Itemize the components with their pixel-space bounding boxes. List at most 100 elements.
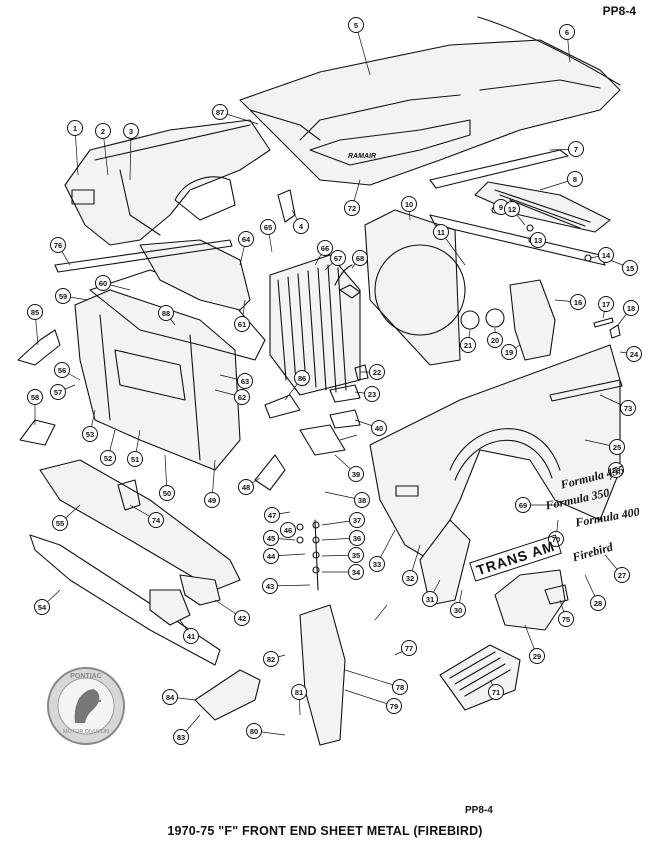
callout-number: 62 bbox=[238, 393, 246, 402]
callout-23: 23 bbox=[364, 386, 380, 402]
callout-number: 12 bbox=[508, 205, 516, 214]
callout-number: 71 bbox=[492, 688, 500, 697]
callout-number: 56 bbox=[58, 366, 66, 375]
callout-number: 21 bbox=[464, 341, 472, 350]
callout-24: 24 bbox=[626, 346, 642, 362]
callout-number: 68 bbox=[356, 254, 364, 263]
callout-28: 28 bbox=[590, 595, 606, 611]
callout-number: 80 bbox=[250, 727, 258, 736]
inner-fender-brace bbox=[509, 279, 556, 361]
callout-number: 45 bbox=[267, 534, 275, 543]
callout-81: 81 bbox=[291, 684, 307, 700]
callout-46: 46 bbox=[280, 522, 296, 538]
callout-number: 43 bbox=[266, 582, 274, 591]
callout-number: 32 bbox=[406, 574, 414, 583]
callout-number: 25 bbox=[613, 443, 621, 452]
park-lamp-right bbox=[179, 574, 221, 606]
callout-number: 57 bbox=[54, 388, 62, 397]
support-rod bbox=[54, 239, 233, 273]
callout-number: 2 bbox=[101, 127, 105, 136]
callout-number: 85 bbox=[31, 308, 39, 317]
callout-12: 12 bbox=[504, 201, 520, 217]
radiator-support bbox=[74, 289, 241, 471]
callout-70: 70 bbox=[548, 531, 564, 547]
callout-59: 59 bbox=[55, 288, 71, 304]
callout-18: 18 bbox=[623, 300, 639, 316]
bracket-39 bbox=[299, 424, 346, 456]
callout-57: 57 bbox=[50, 384, 66, 400]
hood-rear-seal bbox=[477, 16, 621, 86]
callout-5: 5 bbox=[348, 17, 364, 33]
callout-78: 78 bbox=[392, 679, 408, 695]
callout-number: 26 bbox=[612, 466, 620, 475]
callout-number: 65 bbox=[264, 223, 272, 232]
callout-73: 73 bbox=[620, 400, 636, 416]
callout-number: 60 bbox=[99, 279, 107, 288]
cowl-panel bbox=[64, 119, 271, 246]
callout-number: 87 bbox=[216, 108, 224, 117]
callout-number: 53 bbox=[86, 430, 94, 439]
callout-10: 10 bbox=[401, 196, 417, 212]
callout-number: 33 bbox=[373, 560, 381, 569]
callout-32: 32 bbox=[402, 570, 418, 586]
callout-number: 7 bbox=[574, 145, 578, 154]
callout-number: 77 bbox=[405, 644, 413, 653]
callout-number: 5 bbox=[354, 21, 358, 30]
headlamp-mount-bracket bbox=[194, 669, 261, 721]
callout-number: 78 bbox=[396, 683, 404, 692]
fan-shroud bbox=[364, 209, 466, 366]
callout-40: 40 bbox=[371, 420, 387, 436]
callout-number: 6 bbox=[565, 28, 569, 37]
callout-22: 22 bbox=[369, 364, 385, 380]
callout-number: 51 bbox=[131, 455, 139, 464]
callout-number: 34 bbox=[352, 568, 361, 577]
callout-number: 82 bbox=[267, 655, 275, 664]
front-fender bbox=[369, 344, 621, 561]
callout-number: 30 bbox=[454, 606, 462, 615]
bumper-pad-21 bbox=[460, 310, 480, 330]
callout-number: 58 bbox=[31, 393, 39, 402]
callout-number: 11 bbox=[437, 228, 445, 237]
callout-56: 56 bbox=[54, 362, 70, 378]
callout-20: 20 bbox=[487, 332, 503, 348]
callout-number: 79 bbox=[390, 702, 398, 711]
callout-number: 14 bbox=[602, 251, 611, 260]
callout-number: 47 bbox=[268, 511, 276, 520]
bumper-pad-20 bbox=[485, 308, 505, 328]
callout-number: 38 bbox=[358, 496, 366, 505]
callout-87: 87 bbox=[212, 104, 228, 120]
callout-number: 8 bbox=[573, 175, 577, 184]
callout-3: 3 bbox=[123, 123, 139, 139]
radiator bbox=[269, 254, 361, 396]
callout-13: 13 bbox=[530, 232, 546, 248]
callout-number: 40 bbox=[375, 424, 383, 433]
bracket-74 bbox=[117, 479, 141, 511]
front-bumper bbox=[39, 459, 241, 591]
callout-number: 3 bbox=[129, 127, 133, 136]
callout-85: 85 bbox=[27, 304, 43, 320]
logo-text-bottom: MOTOR DIVISION bbox=[62, 729, 110, 735]
plate-number-top: PP8-4 bbox=[602, 4, 636, 18]
callout-number: 61 bbox=[238, 320, 246, 329]
callout-number: 36 bbox=[353, 534, 361, 543]
callout-number: 39 bbox=[352, 470, 360, 479]
callout-77: 77 bbox=[401, 640, 417, 656]
callout-49: 49 bbox=[204, 492, 220, 508]
callout-51: 51 bbox=[127, 451, 143, 467]
callout-number: 29 bbox=[533, 652, 541, 661]
callout-number: 35 bbox=[352, 551, 360, 560]
callout-number: 86 bbox=[298, 374, 306, 383]
hood-latch-brace bbox=[17, 329, 61, 366]
callout-4: 4 bbox=[293, 218, 309, 234]
callout-number: 13 bbox=[534, 236, 542, 245]
callout-number: 20 bbox=[491, 336, 499, 345]
callout-26: 26 bbox=[608, 462, 624, 478]
callout-62: 62 bbox=[234, 389, 250, 405]
callout-number: 10 bbox=[405, 200, 413, 209]
callout-number: 16 bbox=[574, 298, 582, 307]
callout-68: 68 bbox=[352, 250, 368, 266]
callout-44: 44 bbox=[263, 548, 279, 564]
callout-number: 27 bbox=[618, 571, 626, 580]
callout-number: 83 bbox=[177, 733, 185, 742]
